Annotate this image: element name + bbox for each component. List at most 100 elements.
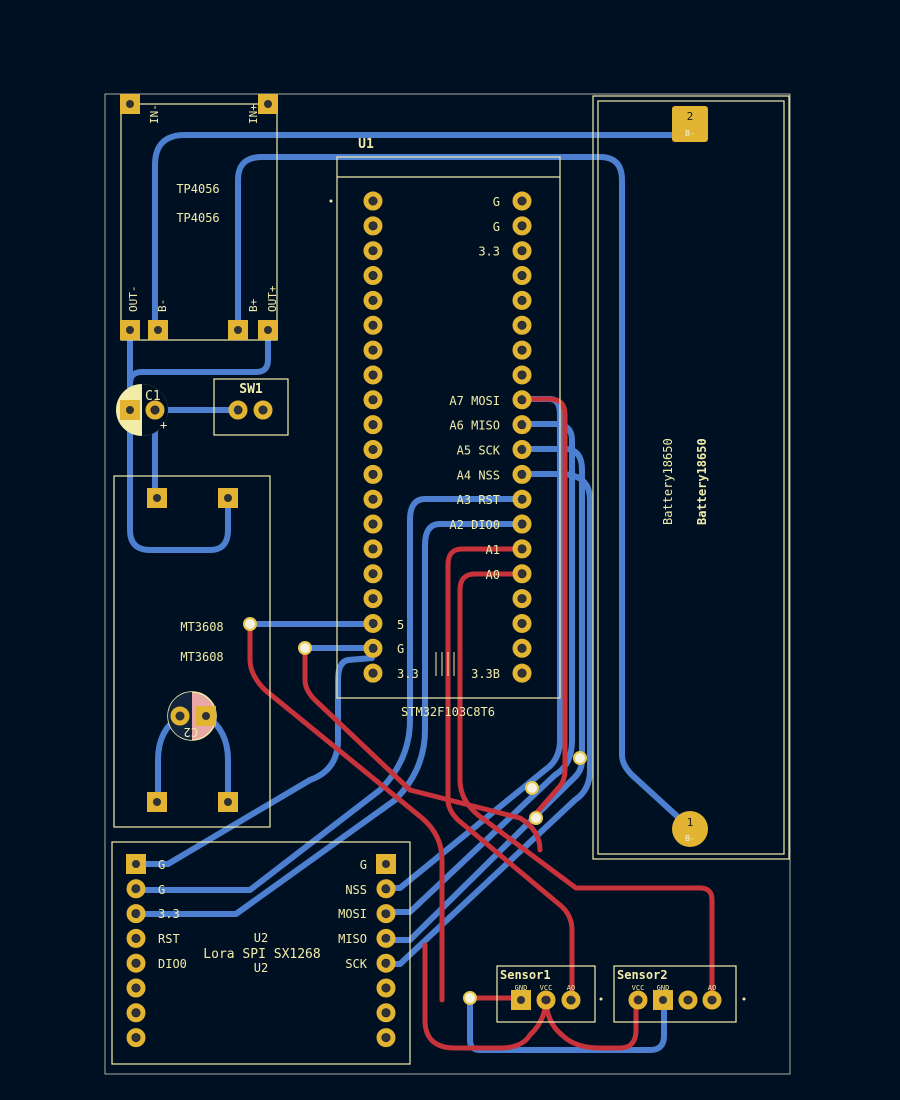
u1-left-pad	[363, 191, 383, 211]
switch-sw1[interactable]: SW1	[213, 378, 289, 436]
lora-right-pad	[376, 904, 396, 924]
tp4056-pin-label: B-	[156, 299, 169, 312]
u1-left-pad-hole	[369, 346, 377, 355]
lora-right-pad	[376, 928, 396, 948]
battery-holder[interactable]: Battery18650 Battery18650 2 B- 1 B-	[592, 95, 790, 860]
u1-left-pad-hole	[369, 495, 377, 504]
lora-right-pad-hole	[382, 959, 390, 968]
u1-right-pad	[512, 390, 532, 410]
battery-pin1-label: B-	[685, 834, 695, 843]
tp4056-module[interactable]: TP4056 TP4056 IN- IN+ OUT- B- B+ OUT+	[120, 94, 279, 341]
mt3608-module[interactable]: MT3608 MT3608	[113, 475, 271, 828]
battery-ref: Battery18650	[661, 438, 675, 525]
lora-right-pad-hole	[382, 909, 390, 918]
u1-right-pin-column	[512, 191, 532, 683]
lora-left-pad-hole	[132, 1033, 140, 1042]
sensor2-connector[interactable]: Sensor2 VCC GND AO	[613, 965, 746, 1023]
u1-right-pad	[512, 315, 532, 335]
u1-left-pad	[363, 613, 383, 633]
u1-right-pad	[512, 415, 532, 435]
lora-left-pad	[126, 953, 146, 973]
u1-right-pad-hole	[518, 619, 526, 628]
u1-left-pad	[363, 415, 383, 435]
lora-left-pad	[126, 879, 146, 899]
lora-left-pad-hole	[132, 934, 140, 943]
sensor2-pin-label: AO	[708, 984, 716, 992]
lora-value: Lora SPI SX1268	[203, 947, 320, 962]
u1-left-pad	[363, 539, 383, 559]
capacitor-c2[interactable]: C2	[167, 691, 217, 741]
u1-left-pad-hole	[369, 246, 377, 255]
lora-left-pin-label: G	[158, 858, 165, 872]
u1-right-pad	[512, 340, 532, 360]
u1-left-pad-hole	[369, 544, 377, 553]
u1-left-pin-column	[363, 191, 383, 683]
u1-left-pad-hole	[369, 420, 377, 429]
sensor2-pin-label: VCC	[632, 984, 645, 992]
u1-left-pad	[363, 489, 383, 509]
c1-plus: +	[160, 418, 167, 432]
u1-right-pin-label: 3.3	[478, 245, 500, 259]
lora-right-pad	[376, 953, 396, 973]
lora-left-pad-hole	[132, 984, 140, 992]
u1-right-pin-label: A3 RST	[457, 493, 500, 507]
lora-right-pin-label: NSS	[345, 883, 367, 897]
u1-right-pad-hole	[518, 370, 526, 379]
u1-right-pad	[512, 564, 532, 584]
u1-left-pad	[363, 589, 383, 609]
u1-left-pad-hole	[369, 445, 377, 454]
u1-right-pad-hole	[518, 296, 526, 305]
lora-right-pin-label: MISO	[338, 932, 367, 946]
lora-right-pin-label: SCK	[345, 957, 367, 971]
capacitor-c1[interactable]: C1 +	[116, 384, 168, 436]
u1-right-pad-hole	[518, 594, 526, 603]
lora-module-u2[interactable]: Lora SPI SX1268 U2 U2 G G 3.3 RST DIO0 G…	[111, 841, 411, 1065]
u1-right-pad-hole	[518, 346, 526, 355]
lora-left-pad-hole	[132, 909, 140, 918]
c1-ref: C1	[145, 389, 161, 404]
u1-right-pad	[512, 638, 532, 658]
sensor1-connector[interactable]: Sensor1 GND VCC AO	[496, 965, 603, 1023]
u1-left-pin-label: 3.3	[397, 667, 419, 681]
u1-left-pad-hole	[369, 395, 377, 404]
lora-left-pad	[126, 904, 146, 924]
u1-left-pad-hole	[369, 619, 377, 628]
u1-right-pad	[512, 365, 532, 385]
u1-right-pin-label: A0	[486, 568, 500, 582]
tp4056-value: TP4056	[176, 211, 219, 225]
u1-left-pad	[363, 241, 383, 261]
u1-left-pad-hole	[369, 569, 377, 578]
u1-right-pad-hole	[518, 495, 526, 504]
tp4056-pin-label: OUT-	[127, 286, 140, 313]
u1-left-pad	[363, 440, 383, 459]
u1-left-pad-hole	[369, 669, 377, 678]
lora-right-pin-label: MOSI	[338, 907, 367, 921]
lora-left-pad	[126, 1028, 146, 1048]
u1-ref: U1	[358, 137, 374, 152]
lora-right-pad-hole	[382, 884, 390, 893]
u1-left-pad	[363, 340, 383, 360]
u1-right-pad-hole	[518, 197, 526, 205]
u1-right-pad-hole	[518, 669, 526, 678]
lora-right-pad-hole	[382, 1008, 390, 1017]
sensor1-pin-label: GND	[515, 984, 528, 992]
u1-right-pin-label: A7 MOSI	[449, 394, 500, 408]
u1-right-pad-hole	[518, 520, 526, 529]
u1-left-pad-hole	[369, 470, 377, 479]
front-copper-traces	[247, 396, 715, 1051]
u1-right-pad	[512, 464, 532, 484]
lora-left-pad-hole	[132, 884, 140, 893]
u1-right-pin-label: 3.3B	[471, 667, 500, 681]
u1-right-pad	[512, 489, 532, 509]
lora-left-pad	[126, 978, 146, 998]
u1-right-pad	[512, 514, 532, 534]
u1-left-pad-hole	[369, 296, 377, 305]
lora-left-pin-label: RST	[158, 932, 180, 946]
sensor1-ref: Sensor1	[500, 968, 551, 982]
sensor2-pin-label: GND	[657, 984, 670, 992]
board-edge	[104, 93, 791, 1075]
u1-left-pad	[363, 216, 383, 236]
u1-right-pad	[512, 290, 532, 310]
u1-left-pad	[363, 464, 383, 484]
